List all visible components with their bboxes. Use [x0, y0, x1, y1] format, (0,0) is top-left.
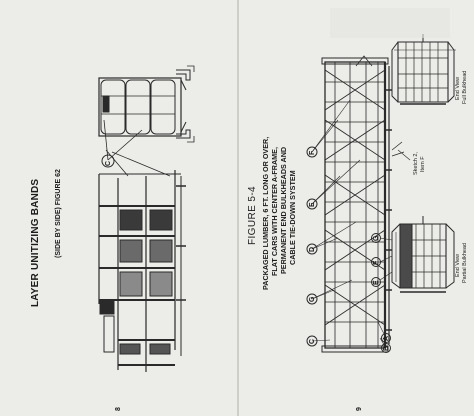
callout-b: B [383, 345, 390, 351]
caption-line-1: PACKAGED LUMBER, 6 FT. LONG OR OVER, [261, 136, 270, 290]
left-page-title: LAYER UNITIZING BANDS [30, 178, 41, 307]
partial-callout-f: F [373, 260, 380, 265]
left-end-view-drawing [98, 65, 195, 143]
left-page-subtitle: (SIDE BY SIDE) FIGURE 62 [55, 169, 62, 258]
end-view-partial-line-2: Partial Bulkhead [462, 242, 468, 283]
sketch-note-line-1: Sketch 2, [413, 152, 419, 175]
partial-callout-g: G [373, 235, 380, 241]
flatcar-side-view-drawing [306, 55, 411, 353]
callout-d: D [309, 246, 316, 252]
sketch-note-line-2: Item F [420, 156, 426, 172]
caption-line-4: CABLE TIE-DOWN SYSTEM [288, 170, 297, 265]
end-view-full-line-1: End View [455, 76, 461, 100]
end-view-full-line-2: Full Bulkhead [462, 70, 468, 104]
callout-g: G [309, 296, 316, 302]
left-callout-c: C [105, 160, 112, 166]
callout-e: E [309, 202, 316, 207]
end-view-partial-bulkhead-drawing [371, 216, 455, 293]
bleed-through-smudge [330, 8, 450, 38]
callout-f: F [309, 150, 316, 155]
right-page-number: 9 [356, 407, 363, 411]
figure-label: FIGURE 5-4 [247, 185, 258, 245]
end-view-partial-line-1: End View [455, 253, 461, 277]
callout-a: A [383, 335, 390, 341]
left-side-view-drawing [98, 119, 186, 372]
callout-c: C [309, 338, 316, 344]
caption-line-2: FLAT CARS WITH CENTER A-FRAME, [270, 147, 279, 276]
partial-callout-e: E [373, 280, 380, 285]
caption-line-3: PERMANENT END BULKHEADS AND [279, 146, 288, 274]
left-page-number: 8 [115, 407, 122, 411]
